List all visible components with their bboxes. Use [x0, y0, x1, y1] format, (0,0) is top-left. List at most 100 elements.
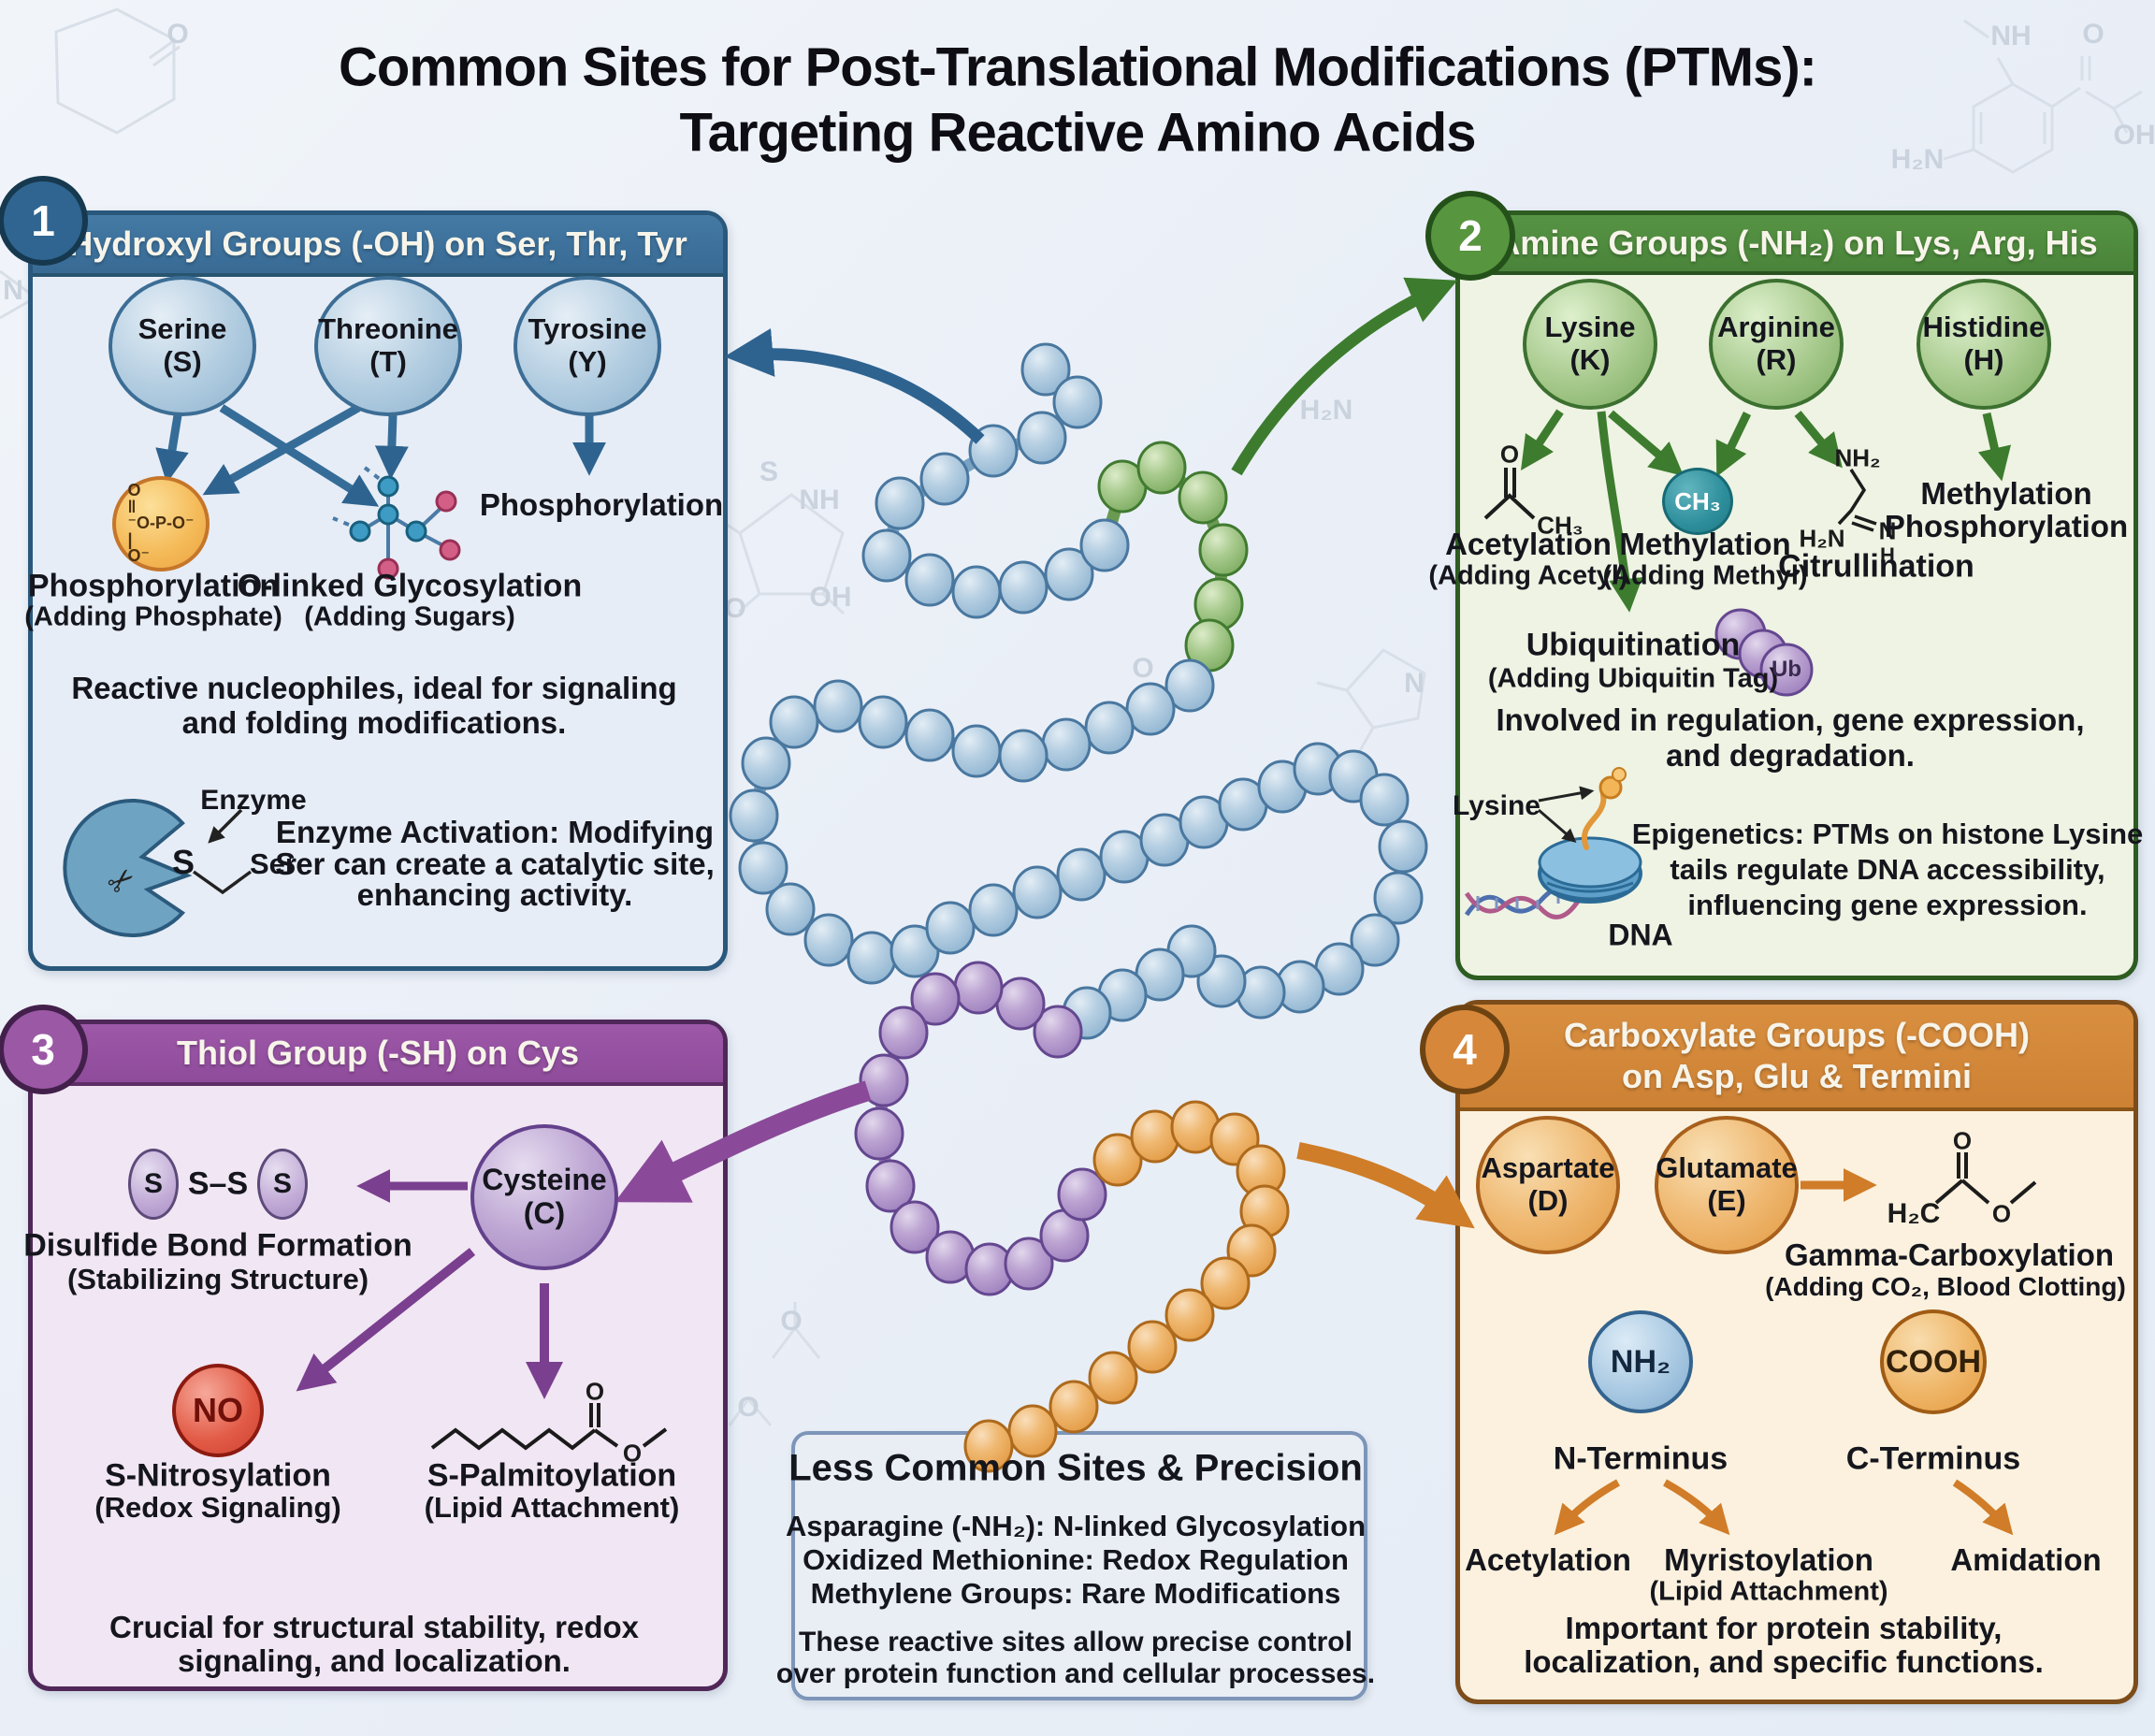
protein-bead-blue — [769, 695, 819, 749]
badge-4: 4 — [1420, 1005, 1510, 1094]
activation-line3: enhancing activity. — [356, 877, 633, 912]
c-terminus-icon: COOH — [1880, 1309, 1987, 1414]
less-common-foot-1: These reactive sites allow precise contr… — [799, 1627, 1352, 1657]
disulfide-label: Disulfide Bond Formation — [23, 1227, 412, 1264]
background-chem-label: N — [1404, 668, 1425, 699]
phosphorylation-label: Phosphorylation — [27, 568, 280, 604]
methylation-sub: (Adding Methyl) — [1602, 560, 1808, 591]
protein-bead-green — [1097, 459, 1148, 514]
protein-bead-blue — [1359, 773, 1410, 827]
panel-carboxylate-header: Carboxylate Groups (-COOH) on Asp, Glu &… — [1460, 1005, 2133, 1111]
background-chem-label: H₂N — [1300, 746, 1353, 777]
sulfur-bead-2: S — [257, 1149, 308, 1220]
hydroxyl-note-2: and folding modifications. — [181, 705, 567, 740]
amidation-label: Amidation — [1950, 1542, 2102, 1577]
residue-cysteine: Cysteine(C) — [470, 1124, 618, 1270]
protein-bead-orange — [1088, 1351, 1138, 1405]
background-chem-label: O — [2082, 19, 2104, 50]
protein-bead-blue — [1062, 986, 1112, 1040]
residue-glutamate: Glutamate(E) — [1655, 1116, 1799, 1254]
panel-hydroxyl-header: Hydroxyl Groups (-OH) on Ser, Thr, Tyr — [33, 215, 723, 277]
protein-bead-blue — [998, 729, 1049, 783]
protein-bead-green — [1136, 441, 1187, 495]
protein-bead-blue — [1378, 819, 1428, 874]
amine-note-2: and degradation. — [1666, 738, 1915, 773]
protein-bead-blue — [904, 708, 955, 762]
activation-line1: Enzyme Activation: Modifying — [275, 815, 715, 849]
protein-bead-blue — [919, 452, 970, 506]
protein-bead-blue — [1179, 795, 1229, 849]
protein-bead-blue — [1041, 717, 1092, 772]
protein-bead-orange — [1170, 1100, 1221, 1154]
background-chem-label: O — [166, 19, 188, 50]
his-methylation-label: Methylation — [1920, 476, 2092, 511]
protein-bead-blue — [1314, 942, 1365, 996]
cit-nh2-label: NH₂ — [1834, 443, 1881, 472]
protein-bead-blue — [1017, 411, 1067, 465]
protein-bead-blue — [1373, 871, 1424, 925]
lysine-pointer-label: Lysine — [1453, 790, 1540, 821]
tyrosine-mod-label: Phosphorylation — [479, 487, 724, 522]
nitrosylation-label: S-Nitrosylation — [105, 1457, 331, 1494]
acetyl-o-label: O — [1499, 440, 1520, 469]
protein-bead-blue — [765, 882, 816, 936]
protein-bead-blue — [925, 901, 976, 955]
gc-o2-label: O — [1991, 1199, 2012, 1228]
residue-lysine: Lysine(K) — [1523, 279, 1657, 410]
phosphorylation-sub: (Adding Phosphate) — [24, 601, 282, 632]
nterm-acetylation-label: Acetylation — [1465, 1542, 1631, 1577]
background-chem-label: NH — [1990, 21, 2031, 51]
protein-bead-orange — [1127, 1320, 1178, 1374]
n-terminus-label: N-Terminus — [1553, 1440, 1728, 1477]
protein-bead-orange — [1092, 1133, 1143, 1187]
protein-bead-blue — [1084, 701, 1135, 755]
protein-bead-blue — [968, 883, 1019, 937]
protein-bead-purple — [865, 1159, 916, 1213]
protein-bead-blue — [889, 924, 940, 978]
protein-bead-blue — [861, 528, 912, 583]
enzyme-s-label: S — [171, 843, 195, 881]
background-chem-label: N — [3, 275, 23, 306]
residue-arginine: Arginine(R) — [1709, 279, 1844, 410]
protein-bead-orange — [1049, 1380, 1099, 1434]
protein-bead-blue — [813, 679, 863, 733]
arrow-to-amine-panel — [1231, 277, 1458, 476]
protein-bead-purple — [889, 1200, 940, 1254]
ser-label: Ser — [250, 847, 296, 880]
arrow-to-carboxylate-panel — [1296, 1142, 1475, 1229]
protein-bead-blue — [729, 788, 779, 843]
myristoylation-sub: (Lipid Attachment) — [1649, 1576, 1888, 1607]
panel-carboxylate-header-line2: on Asp, Glu & Termini — [1621, 1057, 1972, 1095]
dna-label: DNA — [1608, 918, 1673, 952]
ub-tag-label: Ub — [1772, 657, 1801, 682]
background-chem-label: O — [780, 1306, 802, 1337]
palm-o1-label: O — [585, 1377, 605, 1406]
protein-bead-blue — [1139, 813, 1190, 867]
panel-thiol: Thiol Group (-SH) on Cys — [28, 1020, 728, 1691]
protein-bead-purple — [1004, 1237, 1054, 1291]
protein-bead-blue — [1052, 375, 1103, 429]
disulfide-sub: (Stabilizing Structure) — [66, 1263, 369, 1295]
protein-bead-green — [1178, 470, 1228, 525]
protein-bead-blue — [1328, 749, 1379, 803]
protein-bead-blue — [1079, 518, 1130, 572]
residue-threonine: Threonine(T) — [314, 276, 462, 416]
chain-bond-blue — [879, 365, 1109, 599]
cit-n-label: N — [1878, 516, 1897, 545]
protein-bead-orange — [1164, 1288, 1215, 1342]
protein-bead-blue — [858, 695, 908, 749]
carboxylate-note-1: Important for protein stability, — [1565, 1611, 2003, 1645]
background-chem-label: O — [1132, 653, 1153, 684]
chain-bond-blue — [747, 643, 1410, 1019]
chain-bond-purple — [873, 981, 1091, 1276]
n-terminus-icon: NH₂ — [1588, 1310, 1693, 1413]
nitric-oxide-icon: NO — [172, 1364, 264, 1457]
protein-bead-purple — [1057, 1167, 1107, 1222]
protein-bead-purple — [854, 1107, 904, 1161]
protein-bead-blue — [803, 913, 854, 967]
ubiquitination-label: Ubiquitination — [1526, 627, 1741, 663]
protein-bead-orange — [1130, 1109, 1180, 1164]
protein-bead-blue — [1218, 777, 1268, 832]
less-common-item-2: Oxidized Methionine: Redox Regulation — [803, 1543, 1349, 1576]
palmitoylation-label: S-Palmitoylation — [427, 1457, 677, 1494]
